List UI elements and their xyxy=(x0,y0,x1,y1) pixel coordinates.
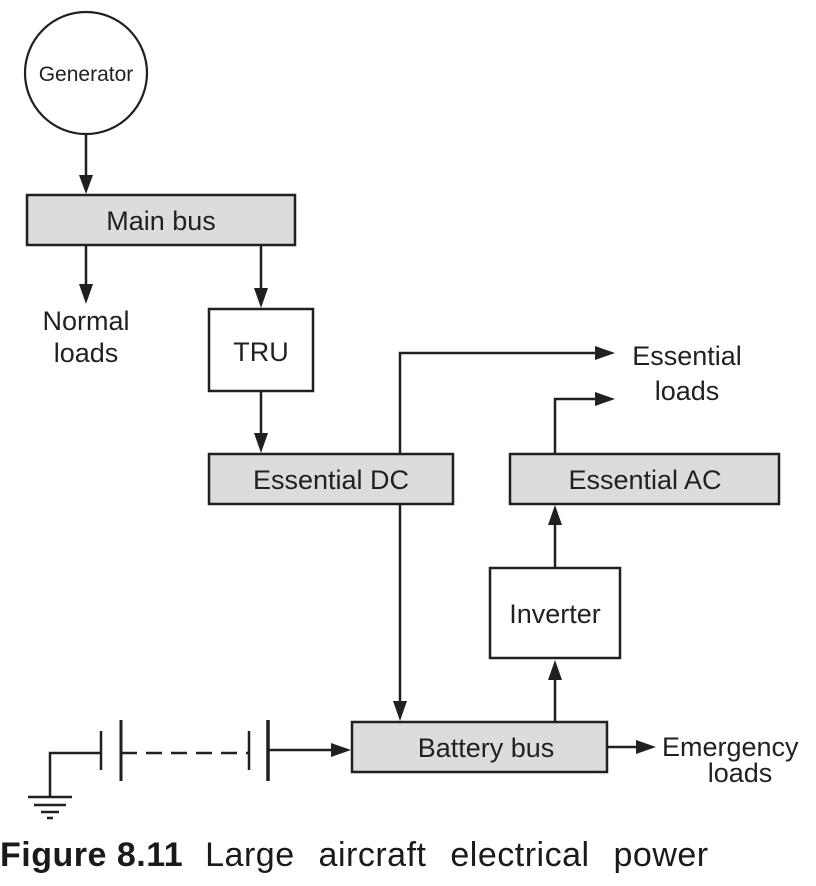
emergency-loads-label-line1: Emergency xyxy=(662,732,799,762)
battery-cells-icon xyxy=(99,720,270,781)
normal-loads-label-line1: Normal xyxy=(42,306,129,336)
wire-main-bus-to-normal-loads xyxy=(79,245,93,304)
wire-battery-bus-to-emergency-loads xyxy=(607,740,656,754)
tru-box xyxy=(207,307,315,393)
battery-symbol xyxy=(28,720,351,820)
arrow-down-icon xyxy=(254,288,268,308)
battery-bus-box xyxy=(350,720,609,774)
wire-generator-to-main-bus xyxy=(79,134,93,194)
wire-essential-ac-to-essential-loads xyxy=(553,392,615,454)
battery-bus-label: Battery bus xyxy=(418,733,555,763)
figure-number: Figure 8.11 xyxy=(0,836,184,874)
arrow-down-icon xyxy=(393,701,407,721)
main-bus-node: Main bus xyxy=(25,193,297,247)
essential-loads-label-line1: Essential xyxy=(632,341,742,371)
normal-loads-label-line2: loads xyxy=(54,338,119,368)
wire-inverter-to-essential-ac xyxy=(548,505,562,568)
arrow-right-icon xyxy=(636,740,656,754)
wire-essential-dc-to-essential-loads xyxy=(398,346,615,454)
tru-label: TRU xyxy=(233,337,289,367)
essential-dc-box xyxy=(207,452,455,506)
emergency-loads-label-line2: loads xyxy=(708,758,773,788)
tru-node: TRU xyxy=(207,307,315,393)
arrow-down-icon xyxy=(254,433,268,453)
essential-dc-label: Essential DC xyxy=(253,465,409,495)
arrow-up-icon xyxy=(548,660,562,680)
arrow-right-icon xyxy=(331,743,351,757)
ground-icon xyxy=(28,751,101,820)
arrow-up-icon xyxy=(548,505,562,525)
battery-bus-node: Battery bus xyxy=(350,720,609,774)
arrow-down-icon xyxy=(79,175,93,194)
wire-battery-bus-to-inverter xyxy=(548,660,562,722)
arrow-right-icon xyxy=(595,392,615,406)
generator-node: Generator xyxy=(23,10,149,136)
essential-ac-box xyxy=(508,452,781,506)
arrow-right-icon xyxy=(595,346,615,360)
essential-dc-node: Essential DC xyxy=(207,452,455,506)
wire-essential-dc-to-battery-bus xyxy=(393,504,407,721)
essential-ac-node: Essential AC xyxy=(508,452,781,506)
generator-label: Generator xyxy=(39,63,134,86)
figure-caption-text: Large aircraft electrical power xyxy=(205,836,709,874)
inverter-label: Inverter xyxy=(509,599,601,629)
figure-caption: Figure 8.11 Large aircraft electrical pow… xyxy=(0,836,709,875)
arrow-down-icon xyxy=(79,284,93,304)
main-bus-box xyxy=(25,193,297,247)
inverter-node: Inverter xyxy=(488,566,622,660)
essential-loads-label-line2: loads xyxy=(655,376,720,406)
inverter-box xyxy=(488,566,622,660)
essential-ac-label: Essential AC xyxy=(568,465,721,495)
wire-tru-to-essential-dc xyxy=(254,391,268,453)
wire-main-bus-to-tru xyxy=(254,245,268,308)
wire-battery-to-battery-bus xyxy=(268,743,351,757)
main-bus-label: Main bus xyxy=(106,206,216,236)
